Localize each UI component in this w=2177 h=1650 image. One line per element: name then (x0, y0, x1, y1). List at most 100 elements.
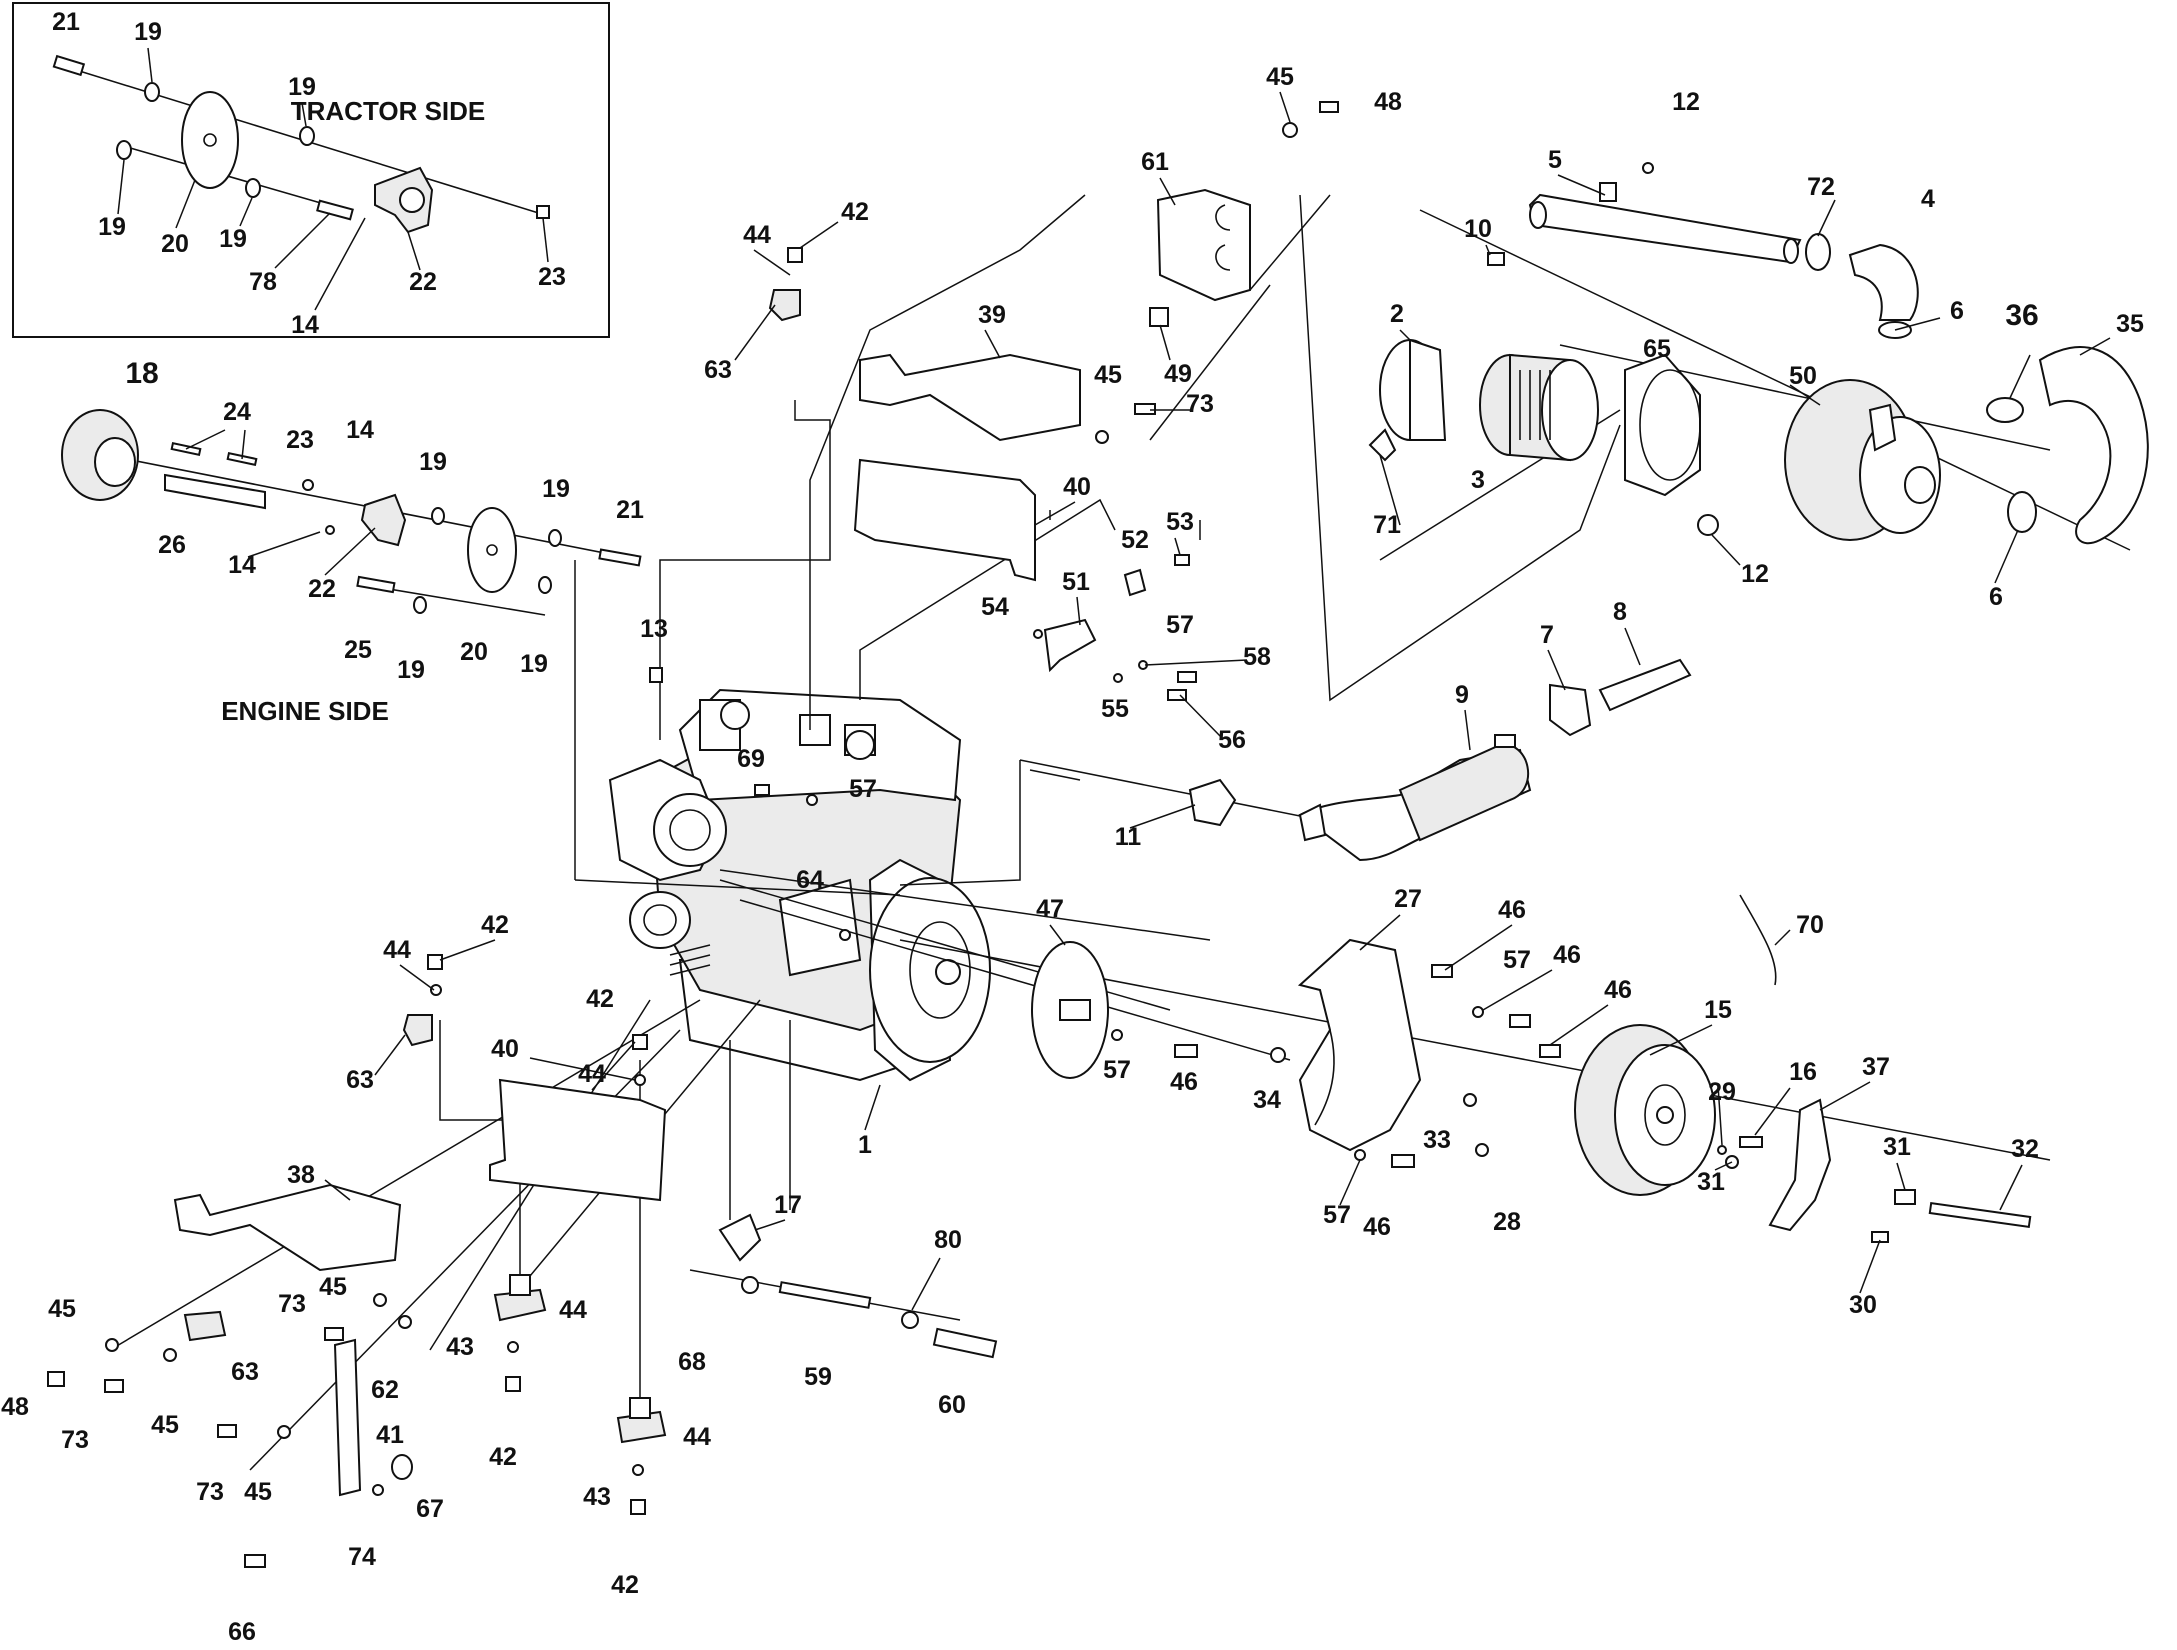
callout: 42 (481, 911, 509, 939)
engine-side-coupling-parts (61, 409, 642, 616)
callout: 11 (1115, 823, 1142, 851)
callout: 57 (1503, 946, 1531, 974)
callout: 19 (219, 225, 247, 253)
callout: 10 (1464, 215, 1492, 243)
callout: 73 (1186, 390, 1214, 418)
callout: 30 (1849, 1291, 1877, 1319)
callout: 71 (1373, 511, 1401, 539)
bolt-73-mid (1134, 403, 1156, 415)
callout: 52 (1121, 526, 1149, 554)
bracket-39 (859, 353, 1081, 442)
callout: 19 (397, 656, 425, 684)
callout: 21 (52, 8, 80, 36)
callout: 19 (134, 18, 162, 46)
callout: 51 (1062, 568, 1090, 596)
bracket-61 (1156, 188, 1251, 302)
air-intake-assembly (1368, 162, 2149, 545)
callout: 57 (849, 775, 877, 803)
callout: 39 (978, 301, 1006, 329)
tractor-side-inset-frame (12, 2, 610, 338)
callout: 19 (419, 448, 447, 476)
callout: 45 (1094, 361, 1122, 389)
callout: 63 (346, 1066, 374, 1094)
callout-pointers (117, 47, 2111, 1311)
callout: 34 (1253, 1086, 1281, 1114)
callout: 63 (231, 1358, 259, 1386)
clamp-63-top (768, 289, 801, 322)
callout: 43 (583, 1483, 611, 1511)
callout: 33 (1423, 1126, 1451, 1154)
callout: 46 (1498, 896, 1526, 924)
callout: 44 (383, 936, 411, 964)
callout: 40 (491, 1035, 519, 1063)
callout: 29 (1708, 1078, 1736, 1106)
callout: 38 (287, 1161, 315, 1189)
callout: 22 (409, 268, 437, 296)
callout: 15 (1704, 996, 1732, 1024)
callout: 45 (151, 1411, 179, 1439)
callout: 41 (376, 1421, 404, 1449)
callout: 69 (737, 745, 765, 773)
callout: 70 (1796, 911, 1824, 939)
callout: 73 (61, 1426, 89, 1454)
inset-coupling-parts (52, 54, 550, 234)
callout: 21 (616, 496, 644, 524)
callout: 1 (858, 1131, 872, 1159)
callout: 9 (1455, 681, 1469, 709)
callout: 42 (611, 1571, 639, 1599)
callout: 44 (683, 1423, 711, 1451)
callout: 45 (319, 1273, 347, 1301)
callout: 45 (1266, 63, 1294, 91)
nut-49 (1149, 307, 1169, 327)
callout: 14 (346, 416, 374, 444)
bolt-48-top (1319, 101, 1339, 113)
bracket-51 (1033, 554, 1197, 701)
callout: 22 (308, 575, 336, 603)
callout: 42 (489, 1443, 517, 1471)
engine-side-heading: ENGINE SIDE (221, 696, 389, 726)
callout: 59 (804, 1363, 832, 1391)
callout: 53 (1166, 508, 1194, 536)
callout: 19 (98, 213, 126, 241)
bolt-42-top (787, 247, 803, 263)
callout: 20 (161, 230, 189, 258)
washer-45-mid (1095, 430, 1109, 444)
callout: 37 (1862, 1053, 1890, 1081)
callout: 48 (1374, 88, 1402, 116)
callout: 35 (2116, 310, 2144, 338)
callout: 44 (559, 1296, 587, 1324)
callout: 64 (796, 866, 824, 894)
callout: 36 (2005, 299, 2038, 332)
callout: 68 (678, 1348, 706, 1376)
engine-assembly (608, 688, 991, 1082)
callout: 4 (1921, 185, 1935, 213)
callout: 6 (1989, 583, 2003, 611)
callout: 56 (1218, 726, 1246, 754)
washer-45-top (1282, 122, 1298, 138)
callout: 46 (1553, 941, 1581, 969)
callout: 62 (371, 1376, 399, 1404)
callout: 14 (291, 311, 319, 339)
callout: 20 (460, 638, 488, 666)
callout: 61 (1141, 148, 1169, 176)
callout: 46 (1170, 1068, 1198, 1096)
callout: 23 (286, 426, 314, 454)
callout: 12 (1672, 88, 1700, 116)
callout: 54 (981, 593, 1009, 621)
callout: 40 (1063, 473, 1091, 501)
callout: 28 (1493, 1208, 1521, 1236)
callout: 42 (841, 198, 869, 226)
callout: 74 (348, 1543, 376, 1571)
callout: 31 (1883, 1133, 1911, 1161)
callout-numbers: 21 19 19 19 20 19 78 14 22 23 18 24 23 1… (1, 8, 2144, 1646)
exhaust-assembly (1188, 658, 1777, 986)
callout: 7 (1540, 621, 1554, 649)
callout: 13 (640, 615, 668, 643)
callout: 73 (278, 1290, 306, 1318)
callout: 12 (1741, 560, 1769, 588)
drive-side-parts (1031, 938, 2032, 1243)
callout: 19 (288, 73, 316, 101)
callout: 73 (196, 1478, 224, 1506)
callout: 48 (1, 1393, 29, 1421)
callout: 8 (1613, 598, 1627, 626)
